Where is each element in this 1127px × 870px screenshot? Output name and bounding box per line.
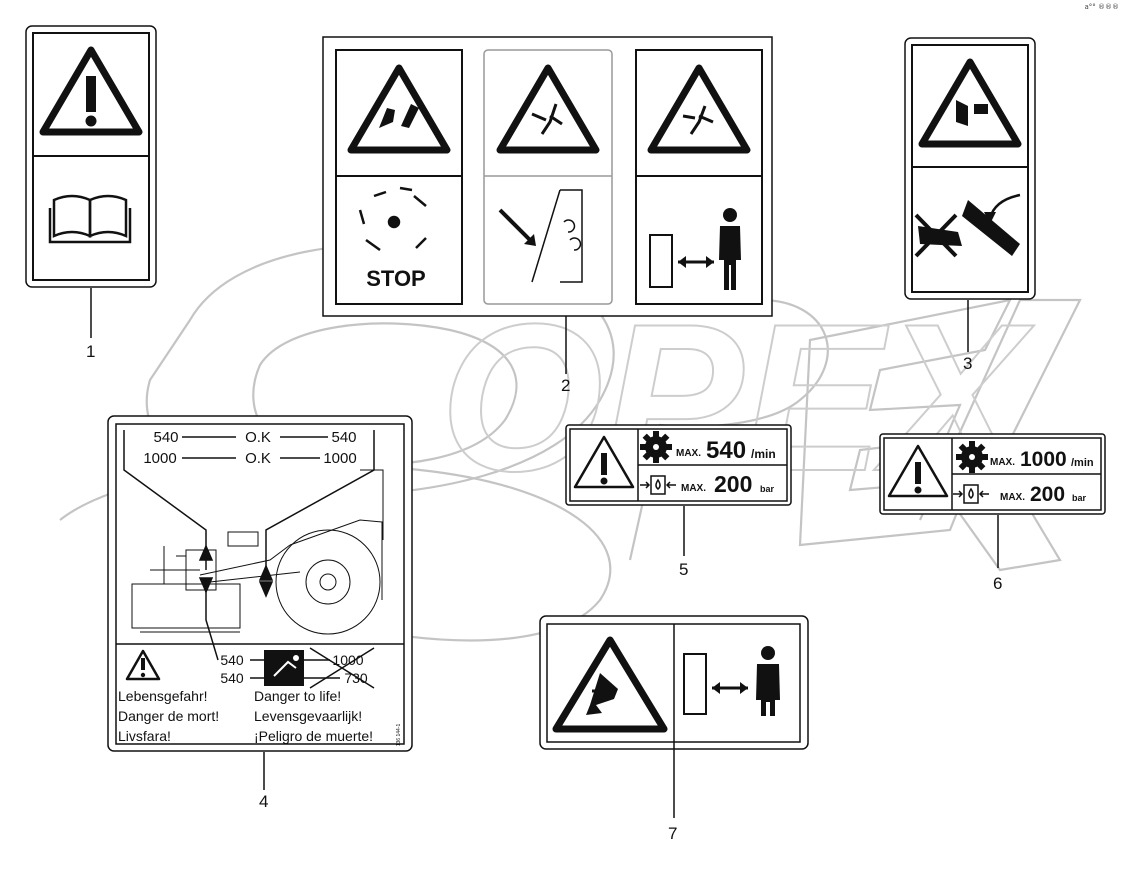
- pressure-unit: bar: [760, 484, 775, 494]
- small-warning-triangle-icon: [125, 649, 161, 681]
- crush-warning-icon: [922, 62, 1018, 144]
- decal-3-crush-hazard: [904, 37, 1036, 352]
- bottom-row-1-right: 1000: [332, 652, 363, 668]
- speed-row-1-mid: O.K: [245, 429, 271, 446]
- bottom-row-2-left: 540: [220, 670, 244, 686]
- decal-6-max-1000: MAX. 1000 /min MAX. 200 bar: [879, 433, 1106, 568]
- rotation-direction-icon: [498, 189, 583, 283]
- warning-triangle-icon: [573, 435, 635, 489]
- warning-triangle-icon: [43, 50, 139, 132]
- decal-1-general-warning: [25, 25, 157, 338]
- max-label-pressure: MAX.: [1000, 492, 1025, 503]
- speed-row-2-left: 1000: [143, 450, 176, 467]
- debris-warning-icon: [651, 68, 747, 150]
- decal-5-max-540: MAX. 540 /min MAX. 200 bar: [565, 424, 792, 556]
- rotating-blades-icon: [358, 186, 427, 252]
- callout-1: 1: [86, 342, 96, 361]
- max-label-pressure: MAX.: [681, 483, 706, 494]
- speed-row-1-right: 540: [331, 429, 356, 446]
- pressure-unit: bar: [1072, 493, 1087, 503]
- hand-entanglement-warning-icon: [351, 68, 447, 150]
- warning-es: ¡Peligro de muerte!: [254, 728, 373, 744]
- max-speed-value: 1000: [1020, 448, 1067, 471]
- callout-7: 7: [668, 824, 678, 843]
- warning-en: Danger to life!: [254, 688, 341, 704]
- warning-sv: Livsfara!: [118, 728, 171, 744]
- bottom-row-1-left: 540: [220, 652, 244, 668]
- thrown-objects-warning-icon: [500, 68, 596, 150]
- callout-2: 2: [561, 376, 571, 395]
- speed-row-1-left: 540: [153, 429, 178, 446]
- speed-unit: /min: [751, 447, 776, 461]
- gear-icon: [640, 431, 672, 463]
- decal-code: 136 144-1: [396, 724, 402, 747]
- max-pressure-value: 200: [1030, 483, 1065, 506]
- hydraulic-pressure-icon: [953, 484, 989, 504]
- speed-unit: /min: [1071, 457, 1094, 469]
- decal-2-rotating-parts: STOP: [322, 36, 773, 374]
- corner-reference: a°° ®®®: [1084, 3, 1119, 11]
- gear-icon: [956, 441, 988, 473]
- hitch-pointer-arrows: [198, 544, 274, 661]
- no-hand-crush-icon: [914, 193, 1021, 258]
- callout-6: 6: [993, 574, 1003, 593]
- thrown-person-icon: [264, 650, 304, 686]
- manual-book-icon: [48, 194, 132, 244]
- callout-5: 5: [679, 560, 689, 579]
- decal-4-pto-speed: 540 O.K 540 1000 O.K 1000: [107, 415, 413, 790]
- tractor-implement-illustration: [131, 469, 384, 635]
- hydraulic-pressure-icon: [640, 475, 676, 495]
- max-pressure-value: 200: [714, 471, 752, 497]
- max-speed-value: 540: [706, 437, 746, 464]
- speed-table: 540 O.K 540 1000 O.K 1000: [143, 429, 356, 467]
- crush-body-warning-icon: [552, 636, 668, 733]
- callout-4: 4: [259, 792, 269, 811]
- warning-nl: Levensgevaarlijk!: [254, 708, 362, 724]
- callout-3: 3: [963, 354, 973, 373]
- safe-distance-icon: [683, 646, 780, 716]
- speed-row-2-right: 1000: [323, 450, 356, 467]
- warning-de: Lebensgefahr!: [118, 688, 208, 704]
- stop-text: STOP: [366, 266, 426, 291]
- safe-distance-icon: [649, 208, 741, 290]
- warning-triangle-icon: [887, 444, 949, 498]
- max-label-speed: MAX.: [990, 457, 1015, 468]
- decal-7-stay-clear: [539, 615, 809, 818]
- max-label-speed: MAX.: [676, 448, 701, 459]
- speed-row-2-mid: O.K: [245, 450, 271, 467]
- warning-fr: Danger de mort!: [118, 708, 219, 724]
